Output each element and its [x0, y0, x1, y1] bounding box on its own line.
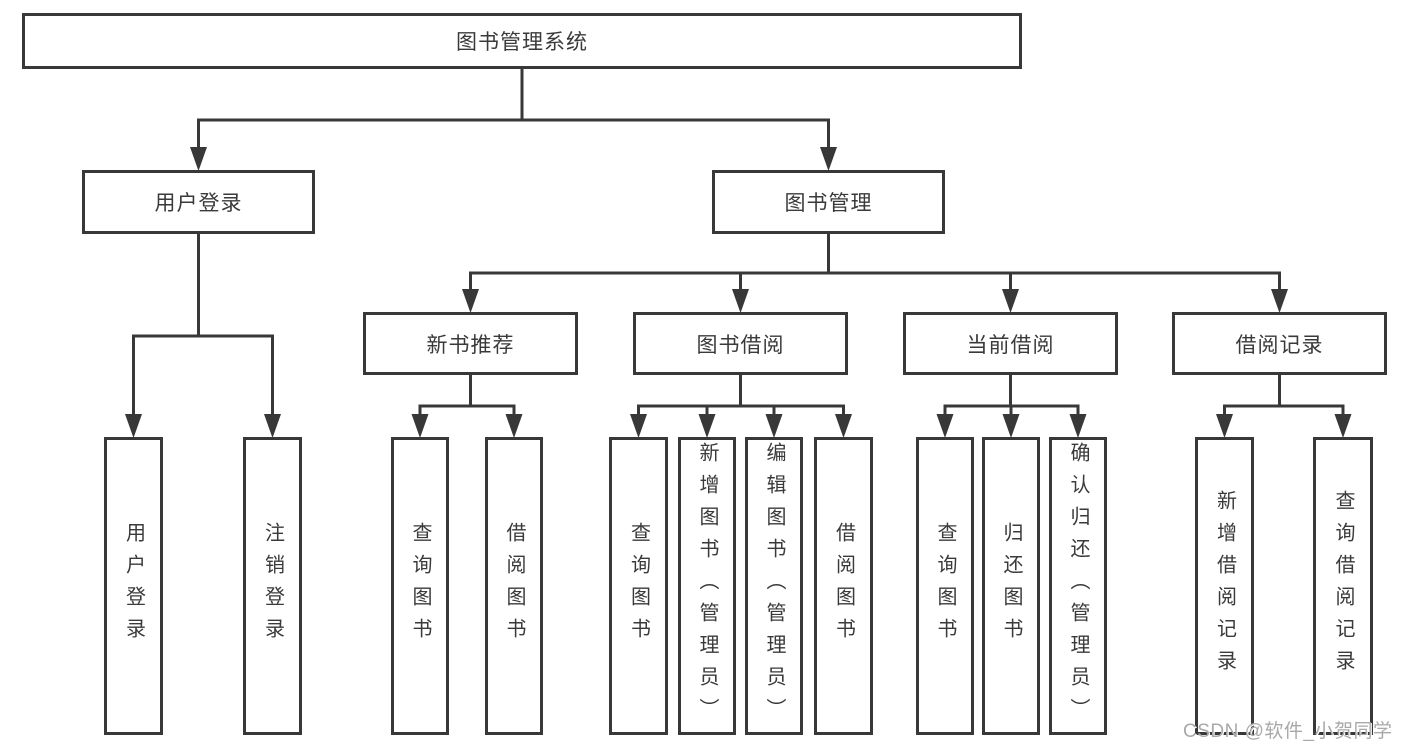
arrow-head-icon [1002, 289, 1019, 313]
tree-node-label: 新增图书（管理员） [696, 442, 718, 730]
arrow-head-icon [1216, 414, 1233, 438]
tree-node-label: 查询图书 [409, 522, 431, 650]
arrow-head-icon [936, 414, 954, 438]
tree-node-label: 编辑图书（管理员） [763, 442, 785, 730]
tree-node-current: 当前借阅 [903, 312, 1118, 375]
tree-node-mgmt: 图书管理 [712, 170, 945, 234]
tree-node-login: 用户登录 [82, 170, 315, 234]
tree-node-rec-add: 新增借阅记录 [1195, 437, 1254, 735]
tree-node-cur-query: 查询图书 [916, 437, 974, 735]
arrow-head-icon [1002, 414, 1020, 438]
tree-node-bw-borrow: 借阅图书 [814, 437, 873, 735]
tree-node-label: 确认归还（管理员） [1067, 442, 1089, 730]
arrow-head-icon [462, 289, 479, 313]
arrow-head-icon [505, 414, 523, 438]
tree-node-label: 借阅图书 [832, 522, 855, 650]
arrow-head-icon [264, 414, 281, 438]
tree-node-label: 图书借阅 [696, 333, 785, 357]
tree-node-label: 注销登录 [261, 522, 284, 650]
tree-node-bw-add: 新增图书（管理员） [678, 437, 736, 735]
tree-node-newbook: 新书推荐 [363, 312, 578, 375]
arrow-head-icon [765, 414, 783, 438]
tree-node-label: 用户登录 [154, 192, 243, 215]
tree-node-cur-return: 归还图书 [982, 437, 1040, 735]
tree-node-bw-edit: 编辑图书（管理员） [745, 437, 803, 735]
arrow-head-icon [1334, 414, 1352, 438]
tree-node-label: 归还图书 [1000, 522, 1022, 650]
arrow-head-icon [1271, 289, 1288, 313]
tree-node-label: 用户登录 [122, 522, 145, 650]
tree-node-label: 查询图书 [934, 522, 956, 650]
tree-node-nb-query: 查询图书 [391, 437, 449, 735]
watermark: CSDN @软件_小贺同学 [1183, 721, 1393, 742]
tree-node-logout: 注销登录 [243, 437, 302, 735]
tree-node-nb-borrow: 借阅图书 [485, 437, 543, 735]
tree-node-label: 查询借阅记录 [1332, 490, 1354, 682]
arrow-head-icon [630, 414, 647, 438]
tree-node-cur-confirm: 确认归还（管理员） [1049, 437, 1107, 735]
arrow-head-icon [732, 289, 749, 313]
tree-node-records: 借阅记录 [1172, 312, 1387, 375]
tree-node-rec-query: 查询借阅记录 [1313, 437, 1373, 735]
tree-node-label: 图书管理系统 [456, 31, 588, 54]
tree-node-label: 当前借阅 [966, 333, 1055, 357]
tree-node-label: 借阅记录 [1235, 333, 1324, 357]
tree-node-label: 新书推荐 [426, 333, 515, 357]
tree-node-borrow: 图书借阅 [633, 312, 848, 375]
arrow-head-icon [190, 147, 207, 171]
arrow-head-icon [1069, 414, 1087, 438]
tree-node-label: 新增借阅记录 [1213, 490, 1236, 682]
arrow-head-icon [820, 147, 837, 171]
tree-node-label: 借阅图书 [503, 522, 525, 650]
tree-node-user-login: 用户登录 [104, 437, 163, 735]
tree-node-root: 图书管理系统 [22, 13, 1022, 69]
arrow-head-icon [411, 414, 429, 438]
tree-node-bw-query: 查询图书 [609, 437, 668, 735]
tree-node-label: 图书管理 [784, 192, 873, 215]
tree-node-label: 查询图书 [627, 522, 650, 650]
arrow-head-icon [835, 414, 852, 438]
arrow-head-icon [125, 414, 142, 438]
arrow-head-icon [698, 414, 716, 438]
